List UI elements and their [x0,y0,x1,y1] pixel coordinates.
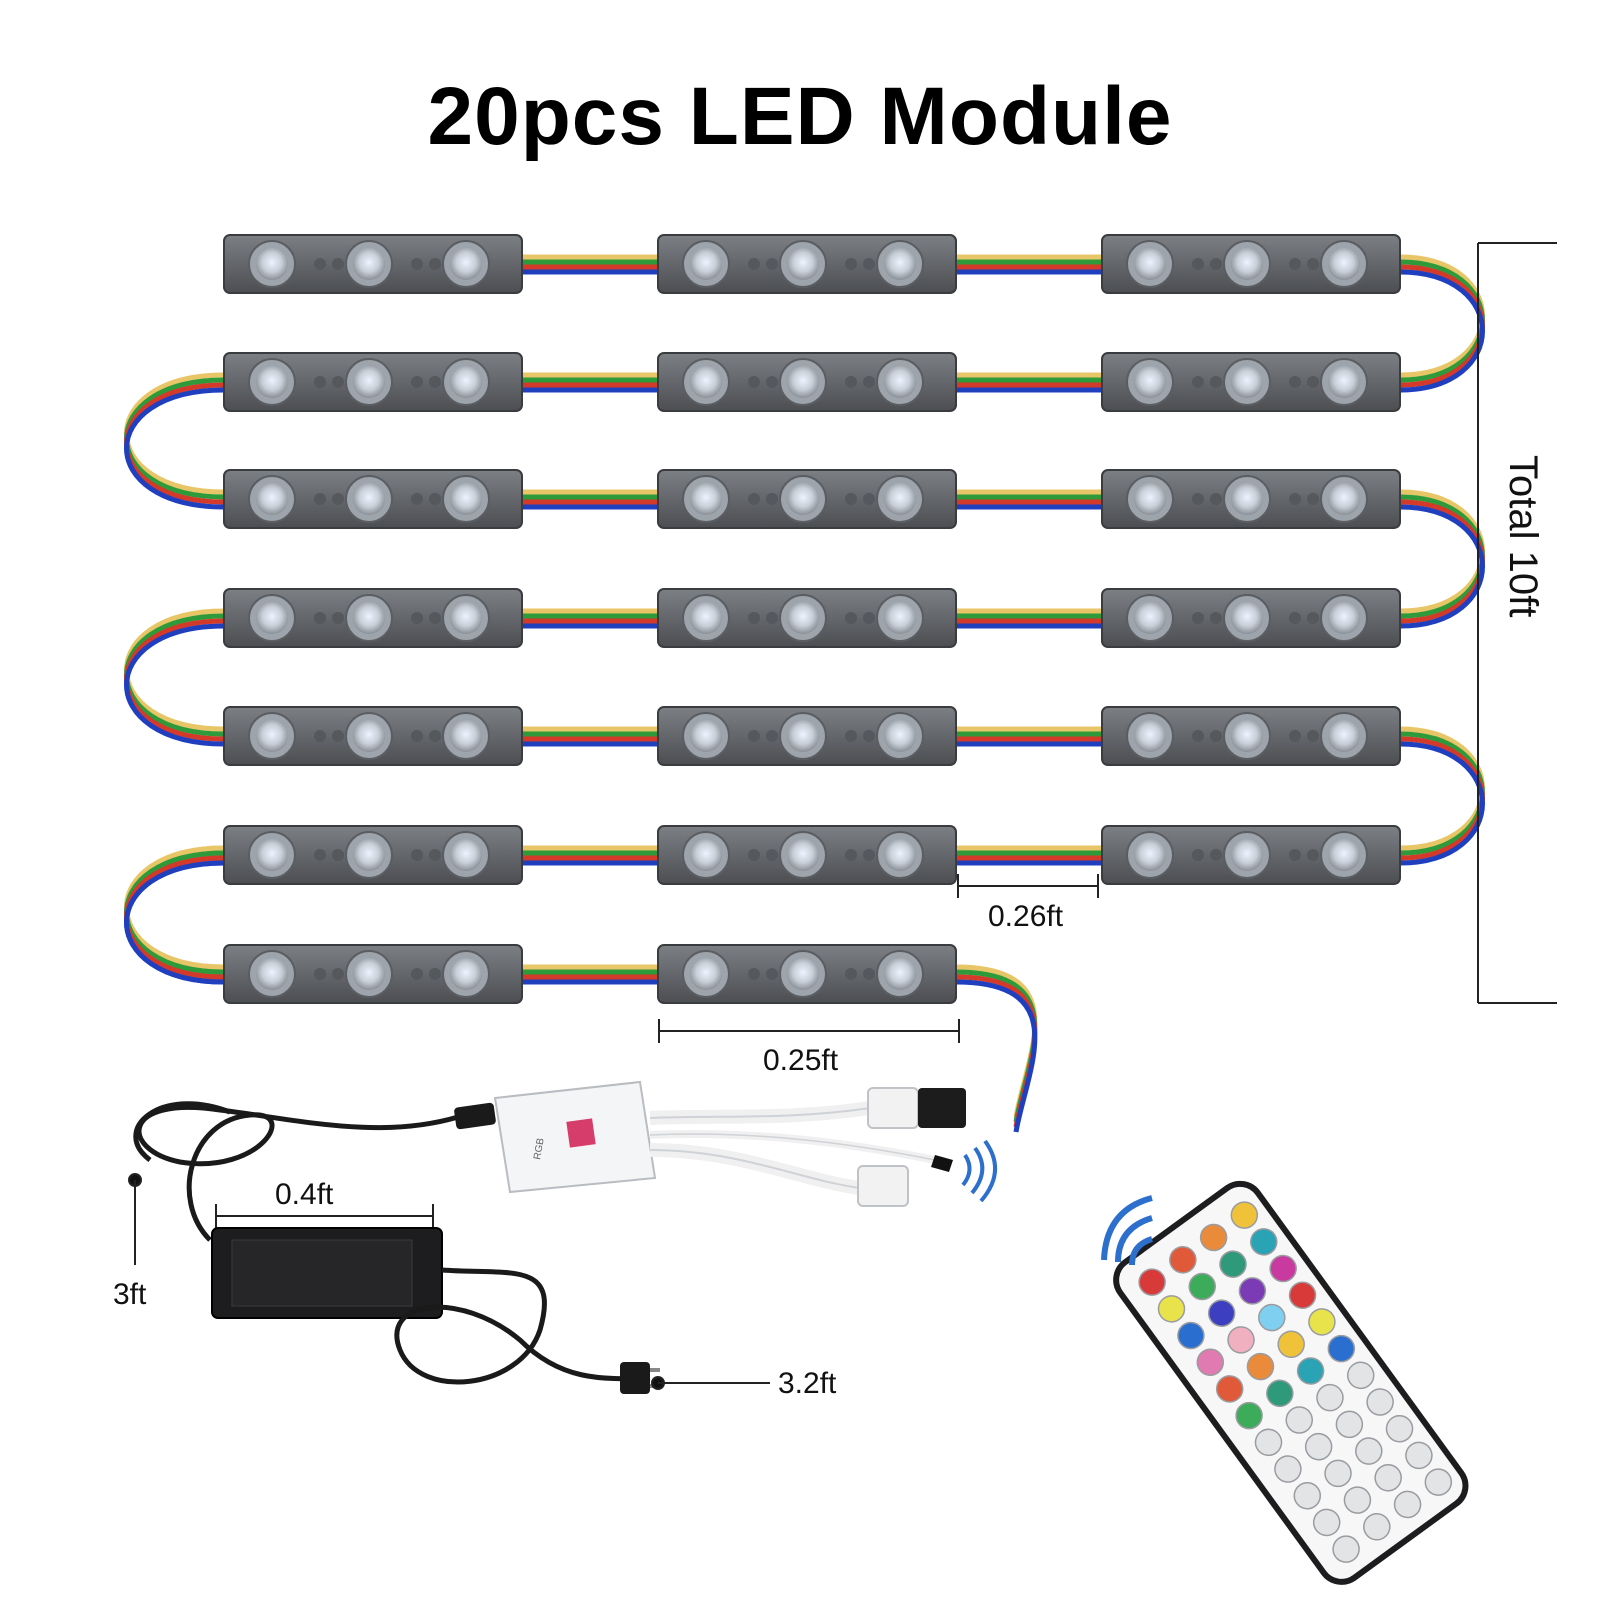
remote-button [1335,1410,1364,1439]
remote-button [1227,1326,1255,1354]
remote-button [1316,1383,1344,1412]
remote-button [1293,1481,1322,1510]
power-cord-marker [651,1376,770,1390]
led-module [223,706,523,766]
led-module [657,944,957,1004]
total-length-dimension [1477,242,1557,1004]
led-module [223,588,523,648]
led-module [1101,234,1401,294]
led-module [1101,352,1401,412]
remote-button [1405,1441,1433,1470]
page-title: 20pcs LED Module [427,71,1173,162]
led-module [1101,825,1401,885]
adapter-cable-marker [128,1173,142,1265]
remote-button [1393,1490,1422,1519]
led-module [657,234,957,294]
led-module [223,825,523,885]
remote-button [1288,1281,1317,1309]
remote-button [1196,1348,1225,1376]
remote-signal-icon [1101,1195,1153,1266]
remote-button [1169,1246,1197,1274]
ribbon-wires [124,254,1485,1133]
remote-button [1296,1357,1325,1385]
led-module [657,352,957,412]
remote-button [1258,1303,1286,1332]
power-adapter [211,1227,660,1394]
led-module [223,944,523,1004]
adapter-length-label: 0.4ft [275,1178,334,1211]
led-modules [223,234,1401,1004]
remote-button [1199,1223,1228,1252]
power-cord-label: 3.2ft [778,1367,837,1400]
remote-button [1207,1299,1236,1327]
remote-button [1346,1361,1375,1390]
svg-text:RGB: RGB [532,1137,547,1161]
remote-button [1277,1330,1305,1359]
remote-button [1254,1428,1283,1457]
remote-button [1219,1250,1247,1278]
remote-button [1138,1268,1166,1296]
remote-button [1238,1277,1267,1305]
remote-button [1246,1352,1275,1381]
remote-button [1269,1254,1297,1283]
total-length-label: Total 10ft [1501,455,1545,618]
led-module [657,588,957,648]
remote-button [1424,1468,1453,1496]
remote-button [1308,1308,1336,1336]
led-module [657,706,957,766]
adapter-length-dimension [215,1204,434,1228]
led-module [657,825,957,885]
module-length-dimension [658,1019,960,1043]
led-module [1101,469,1401,529]
remote-button [1363,1513,1391,1541]
remote-button [1304,1432,1333,1461]
remote-button [1385,1414,1414,1443]
remote-button [1327,1334,1356,1363]
module-length-label: 0.25ft [763,1044,839,1077]
remote-button [1274,1455,1302,1483]
led-module [1101,588,1401,648]
led-module [223,352,523,412]
remote-button [1285,1406,1313,1434]
led-module [1101,706,1401,766]
remote-button [1215,1375,1244,1403]
adapter-cable-label: 3ft [113,1278,147,1311]
led-module [223,234,523,294]
remote-button [1366,1388,1394,1416]
remote-button [1177,1321,1205,1350]
remote-button [1235,1401,1263,1430]
led-module [657,469,957,529]
remote-button [1249,1228,1278,1256]
remote-button [1312,1508,1341,1537]
remote-button [1230,1201,1259,1229]
remote-control [1113,1180,1469,1585]
remote-button [1266,1379,1294,1408]
remote-button [1188,1272,1217,1301]
remote-button [1332,1535,1360,1563]
remote-button [1355,1437,1383,1465]
rgb-controller: RGB [133,1080,998,1242]
led-module [223,469,523,529]
remote-button [1343,1486,1372,1514]
module-spacing-dimension [957,874,1099,898]
remote-button [1324,1459,1352,1488]
module-spacing-label: 0.26ft [988,900,1064,933]
remote-button [1374,1464,1402,1492]
remote-button [1157,1295,1186,1323]
